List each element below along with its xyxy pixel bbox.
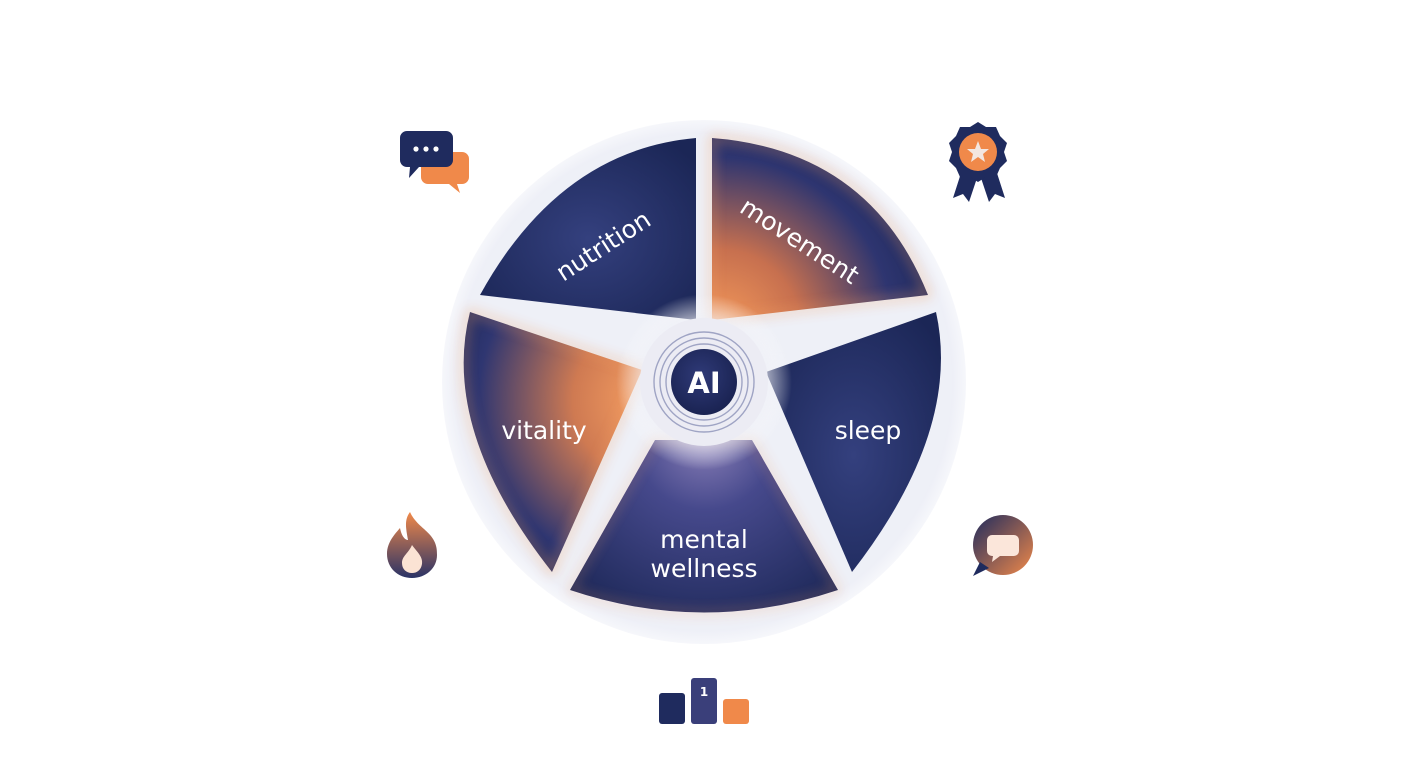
segment-label-sleep: sleep xyxy=(835,416,902,445)
flame-icon xyxy=(387,512,438,578)
message-bubble-icon xyxy=(973,515,1033,576)
segment-nutrition[interactable] xyxy=(480,138,696,320)
segment-mental-wellness[interactable] xyxy=(570,440,838,613)
segment-label-vitality: vitality xyxy=(501,416,587,445)
award-badge-icon xyxy=(949,122,1007,202)
ai-hub[interactable] xyxy=(671,349,737,415)
segment-label-mental: mental xyxy=(660,525,748,554)
segment-movement[interactable] xyxy=(712,138,928,320)
ai-hub-label: AI xyxy=(687,366,720,400)
segment-sleep[interactable] xyxy=(766,312,941,572)
podium-rank-label: 1 xyxy=(700,685,708,699)
hub-ripples xyxy=(653,331,755,433)
leaderboard-podium-icon: 1 xyxy=(659,678,749,724)
segment-label-wellness: wellness xyxy=(651,554,758,583)
chat-bubbles-icon xyxy=(400,131,469,193)
